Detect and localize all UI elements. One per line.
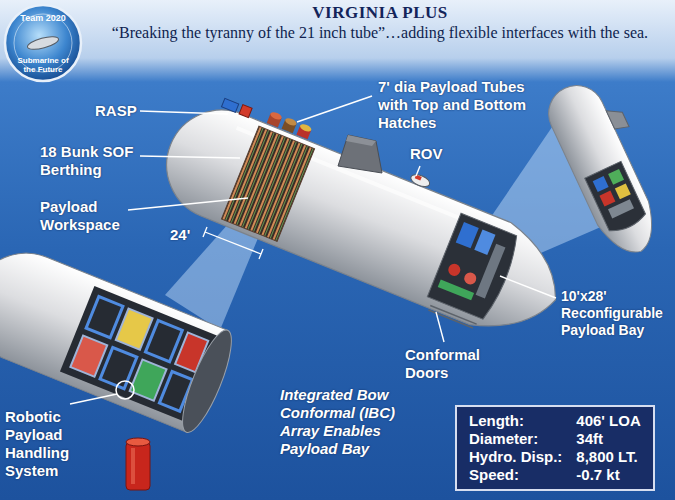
logo-text: Team 2020	[20, 13, 65, 24]
part-label: Robotic Payload Handling System	[5, 408, 87, 480]
spec-cell: Speed:	[469, 466, 562, 484]
spec-cell: Hydro. Disp.:	[469, 448, 562, 466]
team-logo: Team 2020Submarine of the Future	[3, 3, 83, 83]
bow-inset	[539, 70, 675, 263]
spec-box: Length: 406' LOA Diameter: 34ftHydro. Disp.…	[455, 405, 655, 491]
logo-text: Submarine of the Future	[12, 56, 74, 74]
dimension-line	[203, 227, 263, 259]
payload-inset	[0, 237, 241, 438]
leader-line	[70, 96, 556, 404]
part-label: Payload Workspace	[40, 198, 126, 234]
spec-cell: 8,800 LT.	[576, 448, 640, 466]
part-label: ROV	[410, 145, 452, 163]
robot-marker	[116, 381, 134, 399]
spec-cell: Length:	[469, 412, 562, 430]
spec-cell: Diameter:	[469, 430, 562, 448]
part-label: RASP	[95, 102, 155, 120]
part-label: 18 Bunk SOF Berthing	[40, 143, 150, 179]
part-label: Conformal Doors	[405, 346, 497, 382]
sail	[338, 135, 382, 173]
spec-cell: 406' LOA	[576, 412, 640, 430]
note-label: Integrated Bow Conformal (IBC) Array Ena…	[280, 386, 398, 458]
part-label: 7' dia Payload Tubes with Top and Bottom…	[378, 78, 546, 132]
spec-cell: 34ft	[576, 430, 640, 448]
main-hull	[149, 80, 581, 352]
subtitle: “Breaking the tyranny of the 21 inch tub…	[90, 23, 670, 42]
title: VIRGINIA PLUS	[90, 3, 670, 23]
dimension-label: 24'	[170, 226, 200, 244]
part-label: 10'x28' Reconfigurable Payload Bay	[561, 288, 671, 339]
payload-canister	[126, 438, 150, 490]
spec-cell: -0.7 kt	[576, 466, 640, 484]
